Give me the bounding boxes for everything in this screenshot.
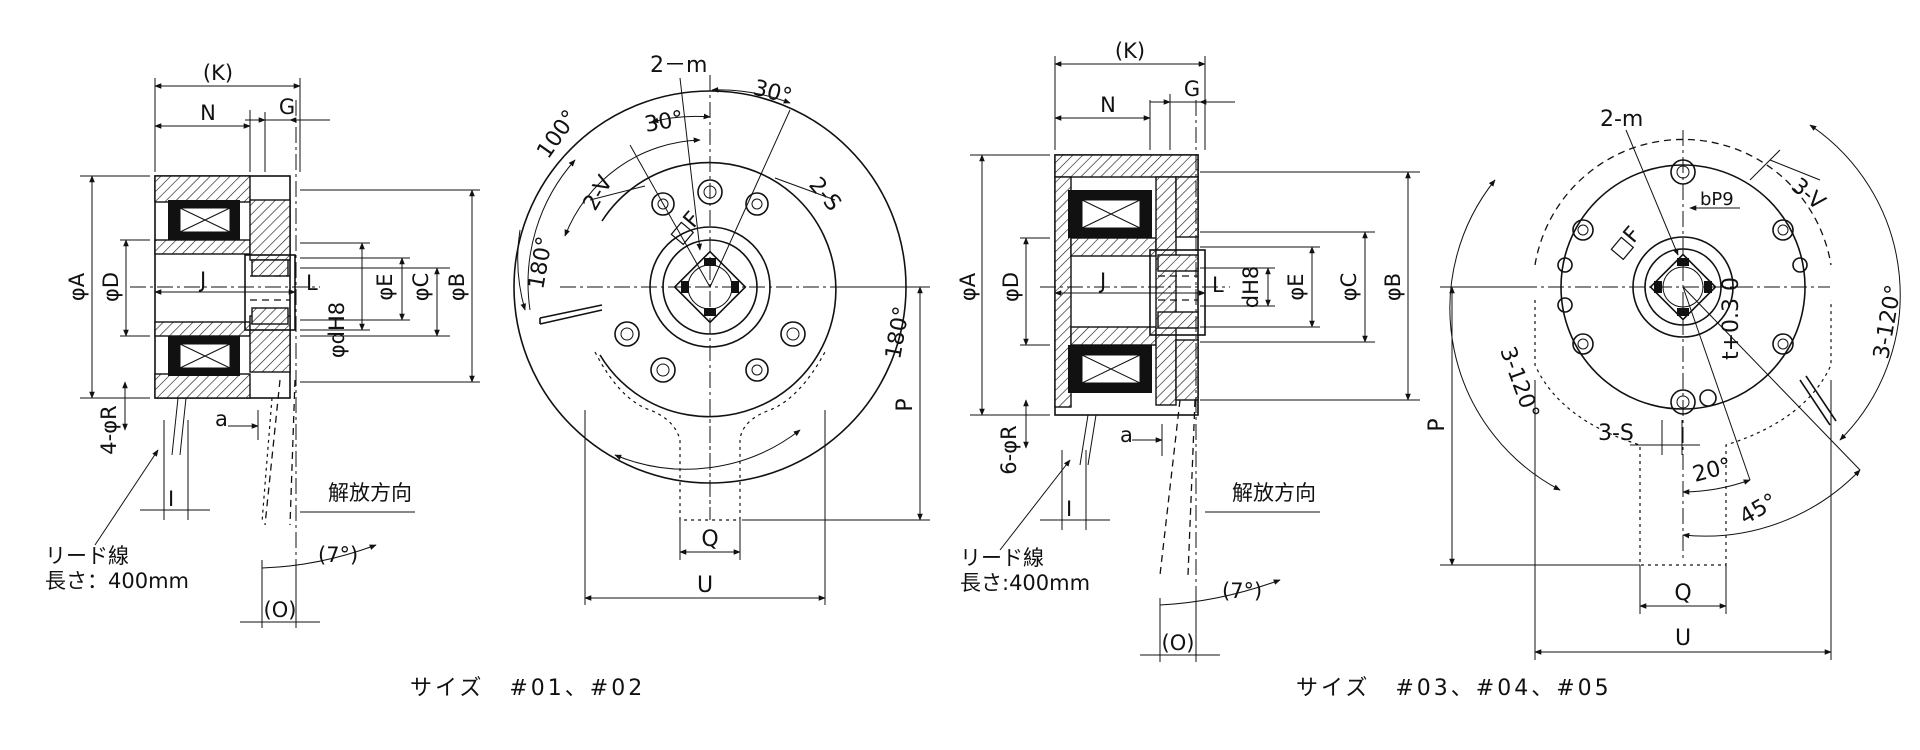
left-dim-J: J (198, 268, 206, 292)
right-dim-dH8: dH8 (1239, 266, 1263, 308)
left-dim-phidH8: φdH8 (325, 302, 349, 358)
left-dim-phiA: φA (65, 272, 89, 301)
left-front-F: □F (665, 207, 706, 249)
left-dim-I: I (168, 487, 174, 511)
right-dim-O: (O) (1162, 631, 1195, 655)
right-front-F: □F (1605, 222, 1646, 264)
left-front-30-top: 30° (750, 76, 794, 110)
left-front-180-left: 180° (524, 235, 558, 292)
left-dim-phiE: φE (373, 273, 397, 300)
right-front-S: 3-S (1598, 421, 1634, 446)
left-lead-label: リード線 (45, 544, 129, 568)
right-lead-length: 長さ:400mm (960, 571, 1090, 595)
left-dim-O: (O) (264, 598, 297, 622)
right-dim-R: 6-φR (997, 425, 1021, 474)
left-angle-7: (7°) (318, 543, 358, 567)
left-front-S: 2-S (803, 173, 845, 217)
left-front-100: 100° (532, 106, 583, 164)
left-front-30: 30° (643, 107, 686, 138)
right-front-m: 2-m (1600, 107, 1643, 132)
right-front-120-right: 3-120° (1869, 283, 1907, 361)
right-dim-G: G (1184, 77, 1200, 101)
left-front-view: 2－m 30° 30° 100° 2-V 2-S □F 180° 180° P … (513, 53, 930, 605)
right-dim-phiE: φE (1284, 273, 1308, 300)
right-release-direction: 解放方向 (1232, 481, 1316, 505)
right-dim-a: a (1120, 423, 1133, 447)
right-front-bP9: bP9 (1700, 189, 1734, 210)
right-dim-L: L (1212, 273, 1224, 297)
right-front-20: 20° (1690, 454, 1734, 488)
right-front-P: P (1425, 418, 1450, 431)
left-dim-K: (K) (203, 61, 233, 85)
left-front-m: 2－m (650, 53, 707, 78)
right-front-V: 3-V (1786, 173, 1829, 215)
left-front-180-right: 180° (881, 305, 915, 362)
right-dim-phiD: φD (999, 272, 1023, 302)
right-dim-K: (K) (1115, 39, 1145, 63)
left-dim-phiC: φC (409, 273, 433, 302)
right-front-t: t+0.3 0 (1719, 277, 1744, 360)
left-lead-length: 長さ：400mm (45, 569, 189, 593)
left-side-view: (K) N G φA φD J L φE φC φB φdH8 (45, 61, 480, 628)
left-front-P: P (893, 398, 918, 411)
right-front-120-left: 3-120° (1494, 344, 1543, 423)
left-dim-a: a (215, 407, 228, 431)
left-dim-R: 4-φR (97, 405, 121, 454)
right-angle-7: (7°) (1222, 579, 1262, 603)
right-dim-J: J (1098, 269, 1106, 293)
right-front-U: U (1675, 626, 1691, 651)
left-release-direction: 解放方向 (328, 481, 412, 505)
right-dim-N: N (1100, 93, 1116, 117)
caption-left: サイズ #01、#02 (410, 676, 645, 701)
left-front-U: U (697, 573, 713, 598)
right-side-view: (K) N G φA φD J L dH8 φE φC φB (956, 39, 1420, 662)
left-dim-phiD: φD (99, 272, 123, 302)
right-dim-I: I (1066, 497, 1072, 521)
right-lead-label: リード線 (960, 546, 1044, 570)
right-front-view: 2-m bP9 3-V □F t+0.3 0 3-120° 3-120° 3-S… (1425, 107, 1907, 660)
right-dim-phiA: φA (956, 272, 980, 301)
left-front-Q: Q (701, 527, 718, 552)
right-front-Q: Q (1674, 581, 1691, 606)
left-dim-N: N (200, 101, 216, 125)
left-dim-G: G (279, 95, 295, 119)
left-dim-L: L (306, 271, 318, 295)
caption-right: サイズ #03、#04、#05 (1296, 676, 1612, 701)
right-dim-phiB: φB (1381, 273, 1405, 301)
left-dim-phiB: φB (445, 273, 469, 301)
right-dim-phiC: φC (1337, 273, 1361, 302)
